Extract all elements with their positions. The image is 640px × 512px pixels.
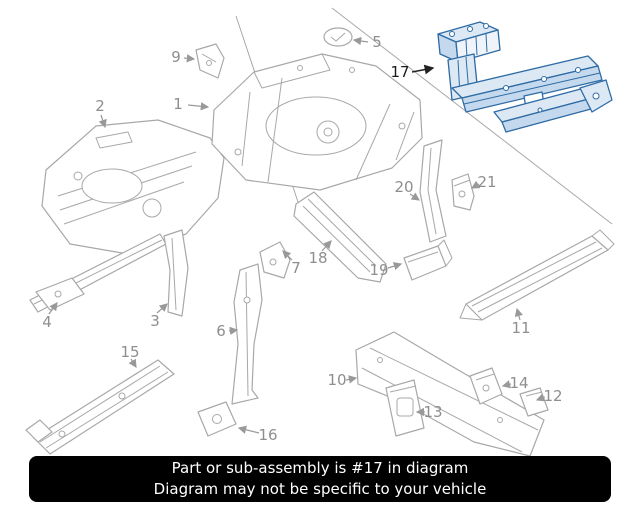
part-18-rail bbox=[293, 191, 387, 283]
callout-13: 13 bbox=[423, 403, 443, 421]
part-19-bracket bbox=[403, 239, 453, 281]
callout-15: 15 bbox=[120, 343, 140, 361]
callout-9: 9 bbox=[171, 48, 181, 66]
notice-banner: Part or sub-assembly is #17 in diagram D… bbox=[29, 456, 611, 502]
callout-1: 1 bbox=[173, 95, 183, 113]
callout-7: 7 bbox=[291, 259, 301, 277]
callout-3: 3 bbox=[150, 312, 160, 330]
callout-12: 12 bbox=[543, 387, 563, 405]
part-7-bracket bbox=[259, 241, 291, 279]
callout-10: 10 bbox=[327, 371, 347, 389]
callout-18: 18 bbox=[308, 249, 328, 267]
callout-21: 21 bbox=[477, 173, 497, 191]
part-10-frame-rail bbox=[355, 331, 545, 457]
part-4-rail-piece bbox=[35, 277, 85, 311]
callout-4: 4 bbox=[42, 313, 52, 331]
part-15-rail bbox=[25, 359, 175, 455]
banner-line-1: Part or sub-assembly is #17 in diagram bbox=[171, 458, 469, 477]
part-13-bracket bbox=[385, 379, 425, 437]
callout-5: 5 bbox=[372, 33, 382, 51]
part-16-bracket bbox=[197, 401, 237, 437]
callout-14: 14 bbox=[509, 374, 529, 392]
leader-arrows bbox=[48, 36, 546, 434]
callout-11: 11 bbox=[511, 319, 531, 337]
part-11-apron-rail bbox=[459, 229, 615, 321]
part-21-bracket bbox=[451, 173, 475, 211]
callout-2: 2 bbox=[95, 97, 105, 115]
part-14-bracket bbox=[469, 367, 503, 405]
callout-6: 6 bbox=[216, 322, 226, 340]
callout-19: 19 bbox=[369, 261, 389, 279]
part-2-floor-panel bbox=[41, 119, 225, 255]
part-9-bracket bbox=[195, 43, 225, 79]
part-17-highlighted-crossmember bbox=[437, 21, 613, 133]
part-6-pillar bbox=[231, 263, 263, 405]
callout-16: 16 bbox=[258, 426, 278, 444]
part-1-rear-floor-pan bbox=[211, 53, 423, 191]
callout-20: 20 bbox=[394, 178, 414, 196]
callout-17-highlighted: 17 bbox=[390, 63, 410, 81]
banner-line-2: Diagram may not be specific to your vehi… bbox=[153, 479, 487, 498]
part-20-rail bbox=[419, 139, 447, 243]
part-5-grommet bbox=[323, 27, 353, 47]
